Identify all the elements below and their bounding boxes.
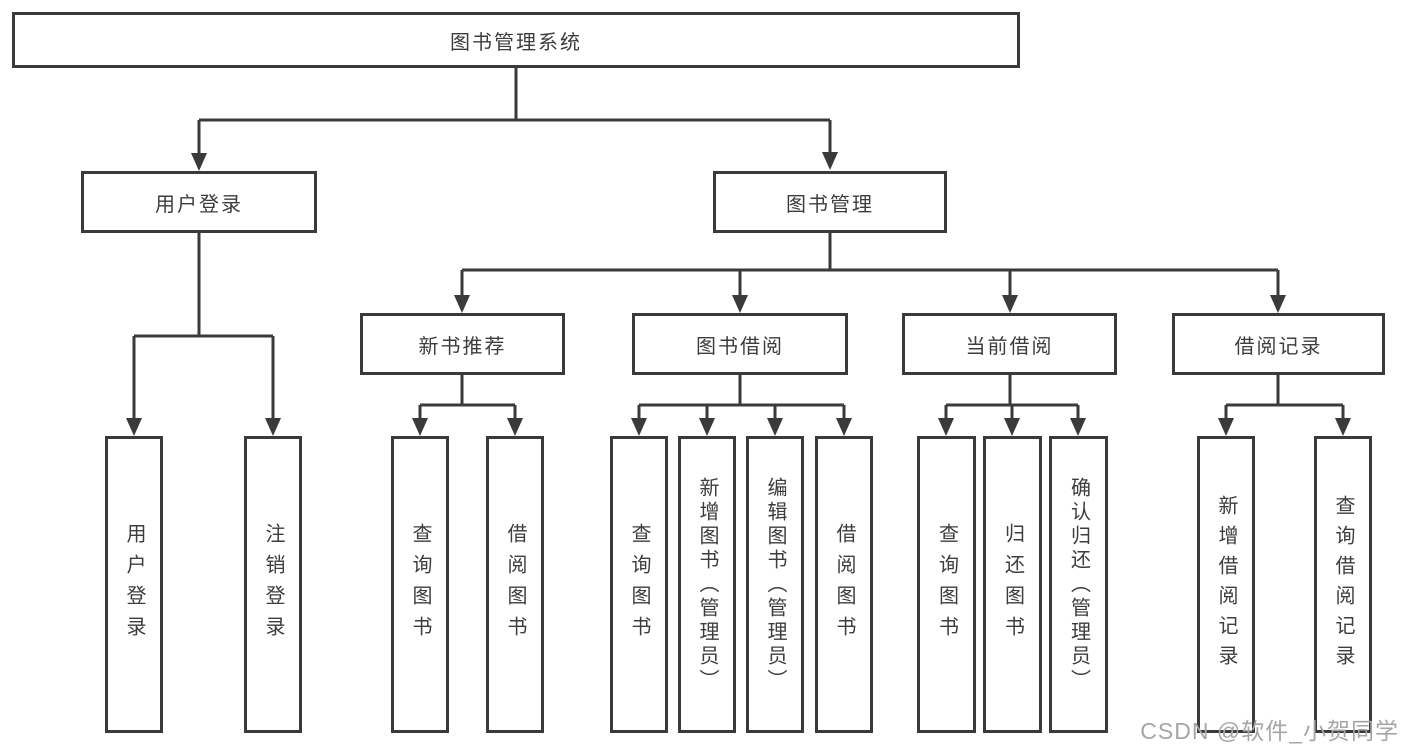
node-book-borrowing-label: 图书借阅 (696, 335, 784, 358)
leaf-recommend-query-book-label: 查询图书 (409, 522, 431, 647)
leaf-current-query-book: 查询图书 (917, 436, 976, 733)
node-root-label: 图书管理系统 (450, 31, 582, 54)
leaf-add-borrow-record: 新增借阅记录 (1197, 436, 1255, 733)
leaf-confirm-return-admin-label: 确认归还（管理员） (1067, 476, 1090, 693)
node-user-login-label: 用户登录 (155, 193, 243, 216)
leaf-logout-label: 注销登录 (262, 522, 284, 647)
leaf-return-book: 归还图书 (983, 436, 1042, 733)
leaf-add-book-admin-label: 新增图书（管理员） (696, 476, 718, 693)
node-borrowing-records: 借阅记录 (1172, 313, 1385, 375)
leaf-edit-book-admin-label: 编辑图书（管理员） (764, 476, 786, 693)
node-current-borrowing: 当前借阅 (902, 313, 1117, 375)
leaf-current-query-book-label: 查询图书 (935, 522, 958, 647)
node-root: 图书管理系统 (12, 12, 1020, 68)
node-new-book-recommend: 新书推荐 (360, 313, 565, 375)
node-current-borrowing-label: 当前借阅 (965, 335, 1054, 358)
leaf-logout: 注销登录 (244, 436, 302, 733)
leaf-borrowing-query-book-label: 查询图书 (628, 522, 650, 647)
node-user-login: 用户登录 (81, 171, 317, 233)
leaf-recommend-borrow-book-label: 借阅图书 (504, 522, 526, 647)
leaf-add-borrow-record-label: 新增借阅记录 (1215, 494, 1237, 675)
node-book-management: 图书管理 (713, 171, 947, 233)
node-new-book-recommend-label: 新书推荐 (418, 335, 507, 358)
node-book-borrowing: 图书借阅 (632, 313, 848, 375)
leaf-return-book-label: 归还图书 (1001, 522, 1024, 647)
leaf-add-book-admin: 新增图书（管理员） (678, 436, 736, 733)
leaf-borrowing-borrow-book-label: 借阅图书 (833, 522, 855, 647)
leaf-edit-book-admin: 编辑图书（管理员） (746, 436, 804, 733)
leaf-recommend-borrow-book: 借阅图书 (486, 436, 544, 733)
leaf-borrowing-query-book: 查询图书 (610, 436, 668, 733)
leaf-borrowing-borrow-book: 借阅图书 (815, 436, 873, 733)
csdn-watermark: CSDN @软件_小贺同学 (1140, 718, 1399, 744)
leaf-query-borrow-record: 查询借阅记录 (1314, 436, 1372, 733)
leaf-confirm-return-admin: 确认归还（管理员） (1049, 436, 1108, 733)
leaf-user-login-label: 用户登录 (123, 522, 145, 647)
node-book-management-label: 图书管理 (786, 193, 874, 216)
leaf-query-borrow-record-label: 查询借阅记录 (1332, 494, 1354, 675)
leaf-user-login: 用户登录 (105, 436, 163, 733)
node-borrowing-records-label: 借阅记录 (1234, 335, 1323, 358)
leaf-recommend-query-book: 查询图书 (391, 436, 449, 733)
